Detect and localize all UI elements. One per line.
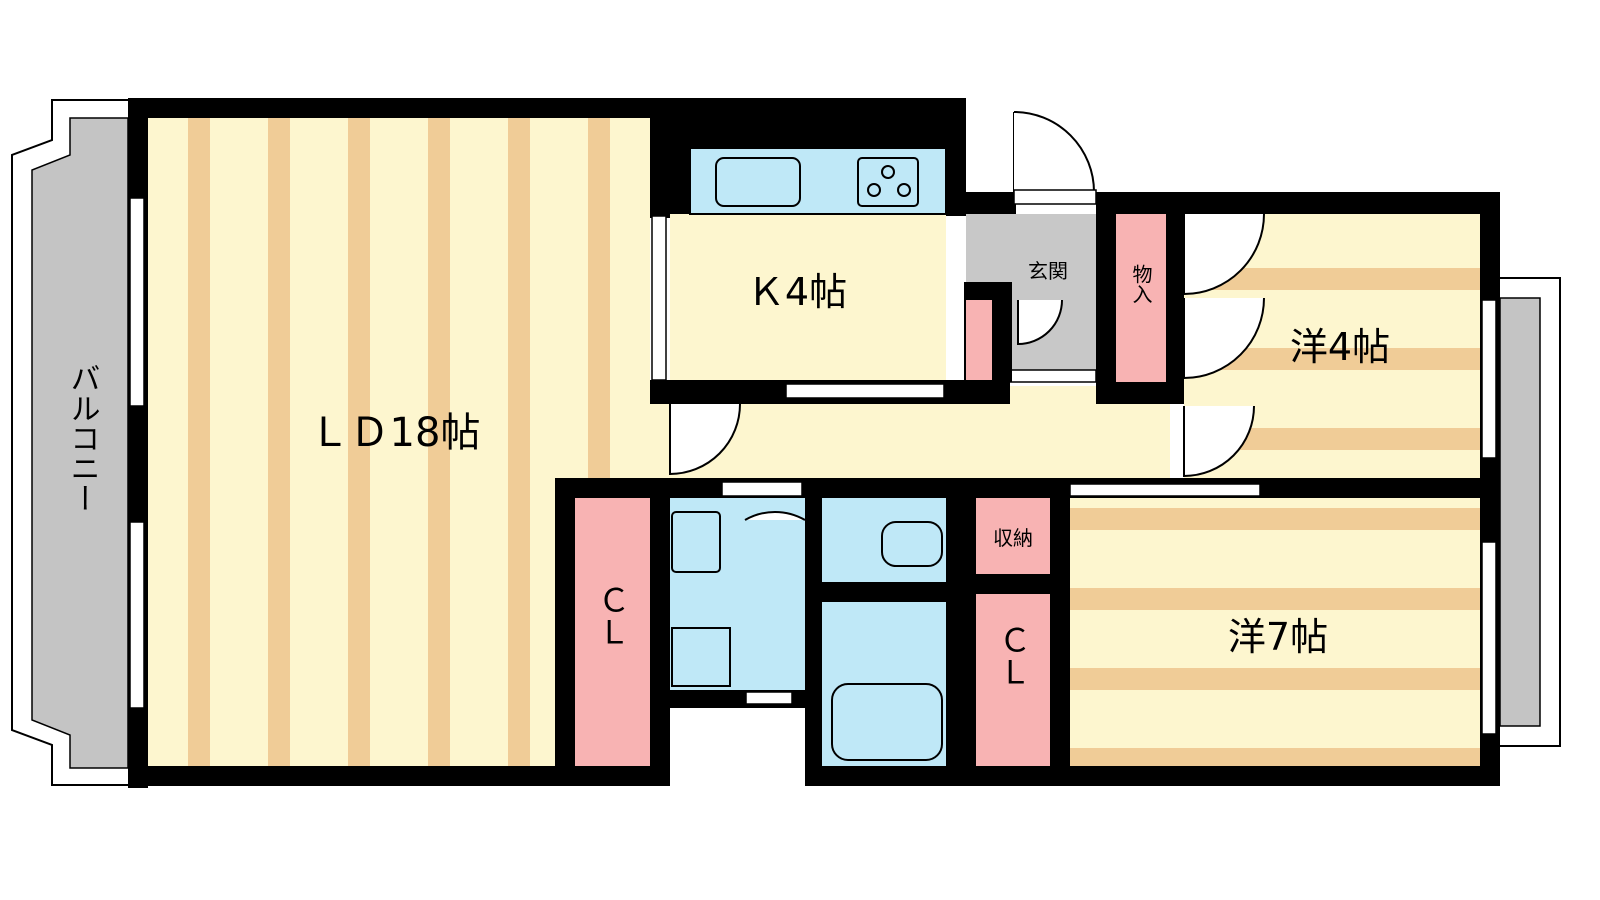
closet-cl-right — [976, 594, 1050, 766]
storage-closet — [976, 498, 1050, 574]
room-kitchen — [670, 118, 947, 386]
closet-top-label: 物入 — [1129, 264, 1153, 304]
entrance-area — [964, 111, 1097, 383]
stove-icon — [857, 157, 919, 207]
balcony-right — [1491, 277, 1561, 747]
toilet-room — [805, 498, 965, 602]
washbasin-icon — [671, 511, 721, 573]
room-label-western-7: 洋7帖 — [1228, 615, 1328, 659]
balcony-label: バルコニー — [65, 363, 100, 513]
room-label-western-4: 洋4帖 — [1290, 325, 1390, 369]
entrance-label: 玄関 — [1028, 259, 1068, 283]
room-label-kitchen: Ｋ4帖 — [747, 270, 847, 314]
toilet-icon — [881, 521, 943, 567]
cl-right-label: ＣＬ — [994, 624, 1032, 688]
room-label-ld: ＬＤ18帖 — [310, 410, 481, 456]
storage-label: 収納 — [993, 526, 1033, 550]
washer-icon — [671, 627, 731, 687]
door-swings — [669, 213, 1265, 478]
cl-left-label: ＣＬ — [593, 584, 631, 648]
sink-icon — [715, 157, 801, 207]
closet-top — [1096, 192, 1184, 404]
washroom — [670, 481, 806, 708]
windows — [129, 197, 1497, 735]
bathroom — [822, 602, 948, 766]
balcony-left — [11, 99, 136, 786]
room-western-7-floor — [1070, 498, 1480, 766]
bathtub-icon — [831, 683, 943, 761]
shoe-closet — [966, 300, 992, 380]
closet-cl-left — [575, 498, 650, 766]
